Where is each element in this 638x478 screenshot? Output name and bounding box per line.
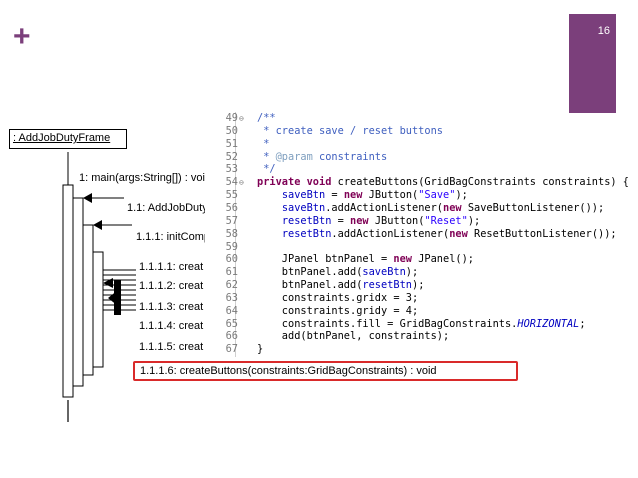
- message-arrow-stack-1: [103, 278, 113, 288]
- line-number: 54: [225, 176, 238, 189]
- slide-number: 16: [597, 25, 610, 37]
- code-text: constraints.gridx = 3;: [257, 291, 419, 304]
- activation-bar-3: [82, 224, 94, 376]
- sequence-diagram: [62, 152, 136, 422]
- slide-number-panel: 16: [569, 14, 616, 113]
- line-number: 67: [225, 343, 238, 356]
- line-number: 62: [225, 279, 238, 292]
- line-number: 57: [225, 214, 238, 227]
- message-label: 1.1.1.2: creat: [139, 280, 204, 292]
- code-text: private void createButtons(GridBagConstr…: [257, 176, 629, 189]
- message-label: 1.1.1.3: creat: [139, 301, 204, 313]
- message-label: 1: main(args:String[]) : void: [79, 172, 205, 184]
- message-label: 1.1.1.5: creat: [139, 341, 204, 353]
- code-text: *: [257, 137, 270, 150]
- code-text: resetBtn.addActionListener(new ResetButt…: [281, 227, 617, 240]
- code-text: saveBtn = new JButton("Save");: [281, 189, 468, 202]
- message-label: 1.1.1.4: creat: [139, 320, 204, 332]
- highlighted-message: 1.1.1.6: createButtons(constraints:GridB…: [133, 361, 518, 381]
- code-text: constraints.gridy = 4;: [257, 304, 419, 317]
- activation-bar-2: [72, 197, 84, 387]
- line-number: 58: [225, 227, 238, 240]
- line-number: 59: [225, 240, 238, 253]
- line-number: 51: [225, 137, 238, 150]
- message-label: 1.1.1: initComp: [136, 231, 205, 243]
- line-number: 64: [225, 304, 238, 317]
- line-number: 66: [225, 330, 238, 343]
- code-text: */: [257, 163, 276, 176]
- fold-toggle-icon[interactable]: ⊖: [239, 114, 244, 123]
- code-text: btnPanel.add(resetBtn);: [257, 279, 425, 292]
- object-box: : AddJobDutyFrame: [9, 129, 127, 149]
- message-label: 1.1.1.1: creat: [139, 261, 204, 273]
- fold-toggle-icon[interactable]: ⊖: [239, 178, 244, 188]
- message-arrow-1-1-1: [93, 220, 102, 230]
- code-text: saveBtn.addActionListener(new SaveButton…: [281, 201, 605, 214]
- code-text: /**: [257, 112, 276, 124]
- activation-bar-4: [92, 251, 104, 368]
- code-text: * @param constraints: [257, 150, 388, 163]
- plus-icon: +: [13, 20, 31, 53]
- line-number: 60: [225, 253, 238, 266]
- line-number: 52: [225, 150, 238, 163]
- line-number: 63: [225, 291, 238, 304]
- line-number: 53: [225, 163, 238, 176]
- line-number: 56: [225, 201, 238, 214]
- line-number: 50: [225, 124, 238, 137]
- line-number: 55: [225, 189, 238, 202]
- gutter-divider: [235, 112, 236, 357]
- code-text: * create save / reset buttons: [257, 124, 443, 137]
- message-label: 1.1: AddJobDuty: [127, 202, 205, 214]
- code-text: resetBtn = new JButton("Reset");: [281, 214, 481, 227]
- line-number: 61: [225, 266, 238, 279]
- code-text: constraints.fill = GridBagConstraints.HO…: [257, 317, 586, 330]
- message-arrow-1-1: [83, 193, 92, 203]
- code-text: JPanel btnPanel = new JPanel();: [257, 253, 474, 266]
- line-number: 65: [225, 317, 238, 330]
- code-text: }: [257, 343, 264, 356]
- code-text: btnPanel.add(saveBtn);: [257, 266, 419, 279]
- line-number: 49: [225, 112, 238, 124]
- activation-bar-1: [62, 184, 74, 398]
- code-text: add(btnPanel, constraints);: [257, 330, 450, 343]
